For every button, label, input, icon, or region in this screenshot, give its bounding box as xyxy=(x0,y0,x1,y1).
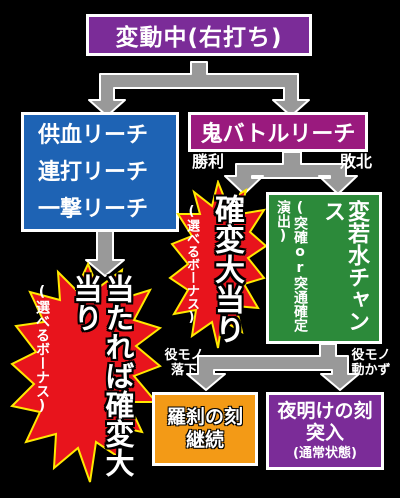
ochimizu-main-text: 変若水チャンス xyxy=(320,200,369,332)
jackpot-burst-shape xyxy=(10,262,163,483)
yoake-enter-label: 夜明けの刻突入 xyxy=(277,400,373,444)
win-main-text: 確変大当り xyxy=(209,194,244,344)
oni-battle-label: 鬼バトルリーチ xyxy=(200,122,356,147)
reach-item-2: 連打リーチ xyxy=(38,159,149,185)
reach-item-1: 供血リーチ xyxy=(38,122,149,148)
top-state-label: 変動中(右打ち) xyxy=(115,25,283,51)
left-reach-box: 供血リーチ 連打リーチ 一撃リーチ xyxy=(21,112,179,232)
win-burst-shape xyxy=(168,180,268,349)
rasetsu-continue-box: 羅刹の刻継続 xyxy=(152,392,258,466)
win-burst xyxy=(168,180,268,349)
arrow-right-split xyxy=(224,151,358,195)
ochimizu-chance-box xyxy=(266,192,382,344)
yoake-enter-sub: (通常状態) xyxy=(293,446,357,461)
branch-win-label: 勝利 xyxy=(192,152,225,171)
arrow-bottom-split xyxy=(186,343,360,391)
yoake-enter-box: 夜明けの刻突入 (通常状態) xyxy=(266,392,384,470)
arrow-left-down xyxy=(85,229,125,277)
reach-item-3: 一撃リーチ xyxy=(38,196,149,222)
flow-arrows xyxy=(85,61,360,391)
branch-lose-label: 敗北 xyxy=(340,152,373,171)
flowchart: 変動中(右打ち) 供血リーチ 連打リーチ 一撃リーチ 鬼バトルリーチ 勝利 敗北… xyxy=(4,4,396,490)
oni-battle-box: 鬼バトルリーチ xyxy=(188,112,368,152)
rasetsu-continue-label: 羅刹の刻継続 xyxy=(166,406,243,451)
arrow-top-split xyxy=(88,61,310,117)
ochimizu-sub-text: (突確or突通確定演出) xyxy=(275,200,308,332)
jackpot-burst xyxy=(10,262,163,483)
jackpot-main-text: 当たれば確変大当り xyxy=(69,274,135,477)
jackpot-sub-text: (選べるボーナス) xyxy=(34,284,50,414)
cond-fall-text: 役モノ落下 xyxy=(164,348,204,378)
win-sub-text: (選べるボーナス) xyxy=(184,204,199,325)
top-state-box: 変動中(右打ち) xyxy=(86,14,312,56)
cond-fall-label: 役モノ落下 xyxy=(164,348,204,378)
cond-nomove-label: 役モノ動かず xyxy=(348,348,394,378)
cond-nomove-text: 役モノ動かず xyxy=(351,348,391,378)
